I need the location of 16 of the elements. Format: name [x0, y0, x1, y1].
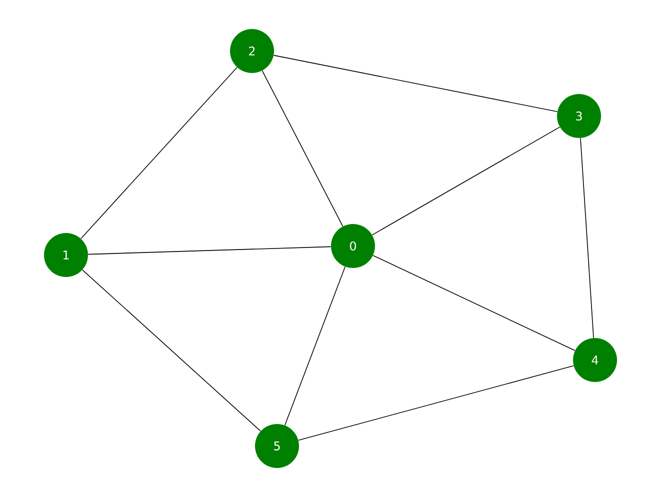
edge-line	[284, 266, 346, 426]
graph-node: 4	[573, 338, 617, 382]
edge-line	[372, 255, 576, 351]
edge-line	[580, 138, 594, 338]
edge-line	[273, 54, 558, 112]
edge-line	[262, 70, 344, 227]
graph-node: 1	[44, 233, 88, 277]
edge-line	[82, 270, 261, 432]
graph-node: 5	[255, 424, 299, 468]
edge-line	[88, 246, 332, 255]
graph-node: 0	[331, 224, 375, 268]
graph-node: 3	[557, 94, 601, 138]
graph-node: 2	[230, 29, 274, 73]
edge-line	[80, 67, 238, 239]
edge-line	[372, 126, 560, 236]
edge-line	[298, 365, 574, 441]
